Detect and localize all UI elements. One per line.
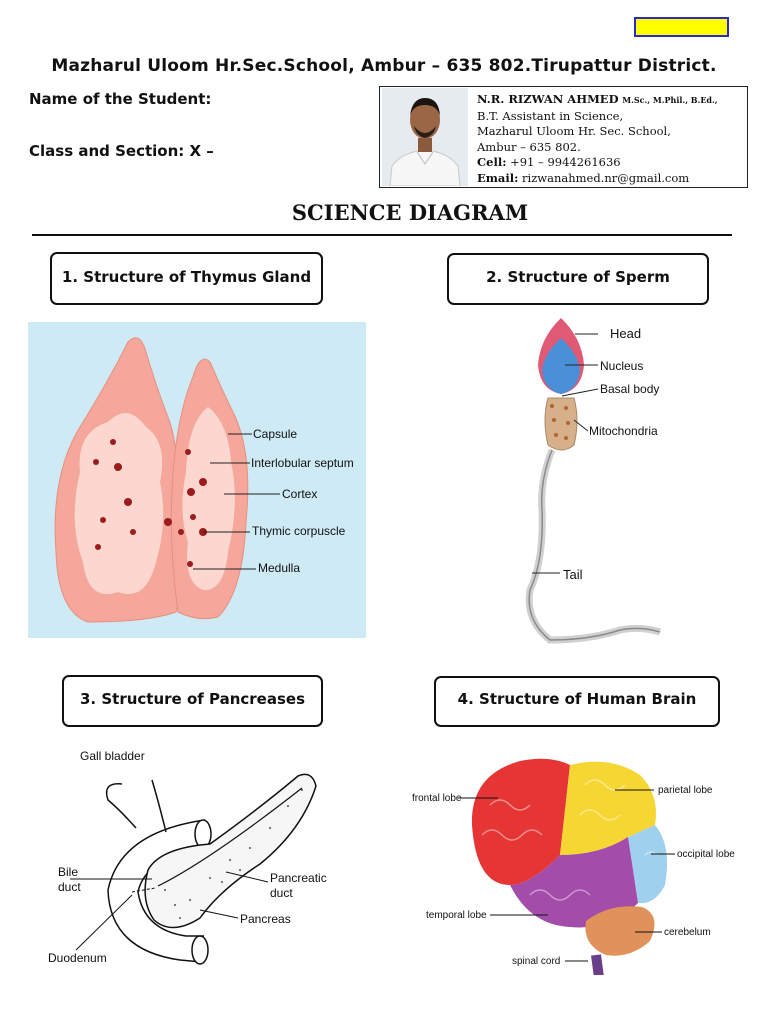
teacher-school: Mazharul Uloom Hr. Sec. School, <box>477 124 671 138</box>
school-name: Mazharul Uloom Hr.Sec.School, Ambur – 63… <box>51 56 717 76</box>
sperm-diagram: Head Nucleus Basal body Mitochondria Tai… <box>500 310 710 650</box>
label-duodenum: Duodenum <box>48 951 107 965</box>
cell-label: Cell: <box>477 155 507 169</box>
label-bile: Bile <box>58 865 78 879</box>
label-pancreatic: Pancreatic <box>270 871 327 885</box>
label-basal-body: Basal body <box>600 382 659 396</box>
label-interlobular-septum: Interlobular septum <box>251 456 354 470</box>
label-gall-bladder: Gall bladder <box>80 749 145 763</box>
label-temporal-lobe: temporal lobe <box>426 910 487 921</box>
label-nucleus: Nucleus <box>600 359 643 373</box>
label-tail: Tail <box>563 567 583 582</box>
thymus-diagram: Capsule Interlobular septum Cortex Thymi… <box>28 322 366 638</box>
label-cortex: Cortex <box>282 487 317 501</box>
class-section-label: Class and Section: X – <box>29 142 214 160</box>
label-parietal-lobe: parietal lobe <box>658 785 713 796</box>
page-title: SCIENCE DIAGRAM <box>291 200 529 225</box>
teacher-name: N.R. RIZWAN AHMED <box>477 92 619 106</box>
label-head: Head <box>610 326 641 341</box>
cell-number: +91 – 9944261636 <box>510 155 621 169</box>
label-cerebelum: cerebelum <box>664 927 711 938</box>
teacher-qualifications: M.Sc., M.Phil., B.Ed., <box>622 95 718 105</box>
label-medulla: Medulla <box>258 561 300 575</box>
student-name-label: Name of the Student: <box>29 90 212 108</box>
email-address: rizwanahmed.nr@gmail.com <box>522 170 690 185</box>
teacher-designation: B.T. Assistant in Science, <box>477 108 624 123</box>
label-occipital-lobe: occipital lobe <box>677 849 735 860</box>
label-pancreas: Pancreas <box>240 912 291 926</box>
label-thymic-corpuscle: Thymic corpuscle <box>252 524 346 538</box>
thymus-title: 1. Structure of Thymus Gland <box>50 252 323 305</box>
brain-diagram: frontal lobe parietal lobe occipital lob… <box>410 745 740 986</box>
teacher-photo <box>382 88 468 186</box>
label-spinal-cord: spinal cord <box>512 956 560 967</box>
email-label: Email: <box>477 170 519 185</box>
label-pancreatic-duct: duct <box>270 886 293 900</box>
sperm-title: 2. Structure of Sperm <box>447 253 709 305</box>
brain-title: 4. Structure of Human Brain <box>434 676 720 727</box>
label-frontal-lobe: frontal lobe <box>412 793 462 804</box>
pancreas-title: 3. Structure of Pancreases <box>62 675 323 727</box>
label-bile-duct: duct <box>58 880 81 894</box>
label-capsule: Capsule <box>253 427 297 441</box>
pancreas-diagram: Gall bladder Bile duct Pancreatic duct P… <box>40 740 340 985</box>
label-mitochondria: Mitochondria <box>589 424 658 438</box>
highlight-box <box>634 17 729 37</box>
teacher-details: N.R. RIZWAN AHMED M.Sc., M.Phil., B.Ed.,… <box>477 92 747 186</box>
title-divider <box>32 234 732 236</box>
teacher-town: Ambur – 635 802. <box>477 139 581 154</box>
